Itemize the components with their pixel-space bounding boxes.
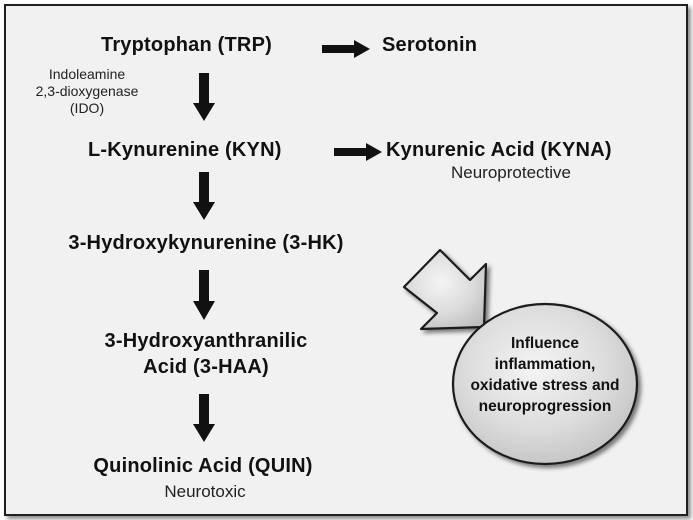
diagonal-arrow-icon — [402, 248, 488, 331]
enzyme-label: Indoleamine 2,3-dioxygenase (IDO) — [12, 66, 162, 117]
enzyme-label-line: Indoleamine — [48, 66, 126, 82]
node-3-hydroxyanthranilic-acid: 3-Hydroxyanthranilic Acid (3-HAA) — [105, 328, 308, 380]
node-line: Acid (3-HAA) — [143, 356, 269, 378]
note-neurotoxic: Neurotoxic — [164, 482, 246, 501]
right-arrow-icon — [334, 143, 382, 161]
callout-line: Influence — [510, 335, 580, 352]
callout-line: inflammation, — [494, 356, 596, 373]
node-kynurenic-acid: Kynurenic Acid (KYNA) — [386, 139, 612, 161]
right-arrow-icon — [322, 40, 370, 58]
node-serotonin: Serotonin — [382, 34, 478, 56]
note-neuroprotective: Neuroprotective — [450, 163, 572, 182]
down-arrow-icon — [193, 270, 215, 320]
callout-text: Influence inflammation, oxidative stress… — [467, 333, 623, 417]
node-kynurenine: L-Kynurenine (KYN) — [88, 139, 282, 161]
down-arrow-icon — [193, 172, 215, 220]
down-arrow-icon — [193, 73, 215, 121]
enzyme-label-line: (IDO) — [69, 100, 105, 116]
callout-ellipse — [451, 302, 639, 466]
node-3-hydroxykynurenine: 3-Hydroxykynurenine (3-HK) — [68, 232, 344, 254]
callout-line: oxidative stress and — [470, 377, 620, 394]
callout-line: neuroprogression — [478, 398, 612, 415]
enzyme-label-line: 2,3-dioxygenase — [35, 83, 139, 99]
node-line: 3-Hydroxyanthranilic — [104, 330, 308, 352]
down-arrow-icon — [193, 394, 215, 442]
node-quinolinic-acid: Quinolinic Acid (QUIN) — [93, 455, 313, 477]
node-tryptophan: Tryptophan (TRP) — [101, 34, 272, 56]
